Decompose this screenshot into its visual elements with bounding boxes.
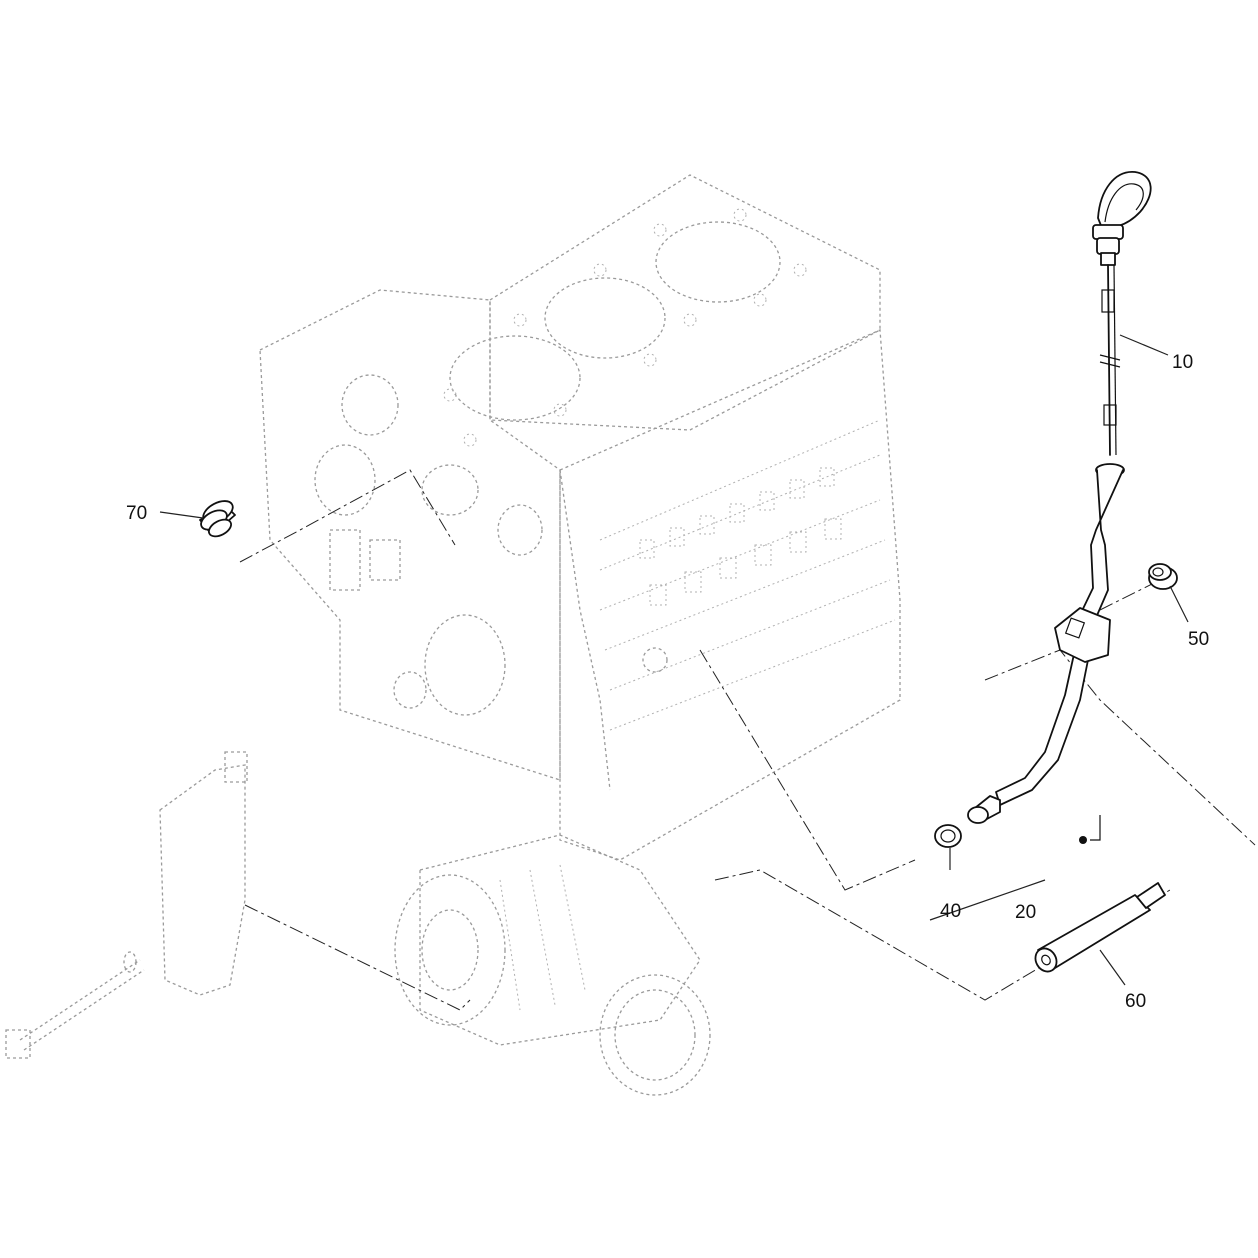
part-50-nut <box>1148 563 1178 590</box>
part-10-dipstick <box>1092 171 1152 456</box>
callout-40[interactable]: 40 <box>940 901 961 922</box>
leader-lines <box>159 334 1189 986</box>
callout-60[interactable]: 60 <box>1125 991 1146 1012</box>
callout-70[interactable]: 70 <box>126 503 147 524</box>
part-20-guide-tube <box>967 463 1125 844</box>
engine-block-ghost <box>5 174 901 1096</box>
part-70-plug <box>199 500 236 538</box>
callout-20[interactable]: 20 <box>1015 902 1036 923</box>
callout-labels: 70 10 50 40 20 60 <box>126 352 1209 1012</box>
callout-10[interactable]: 10 <box>1172 352 1193 373</box>
part-60-spacer <box>1034 882 1166 973</box>
callout-50[interactable]: 50 <box>1188 629 1209 650</box>
part-40-o-ring <box>934 824 962 848</box>
